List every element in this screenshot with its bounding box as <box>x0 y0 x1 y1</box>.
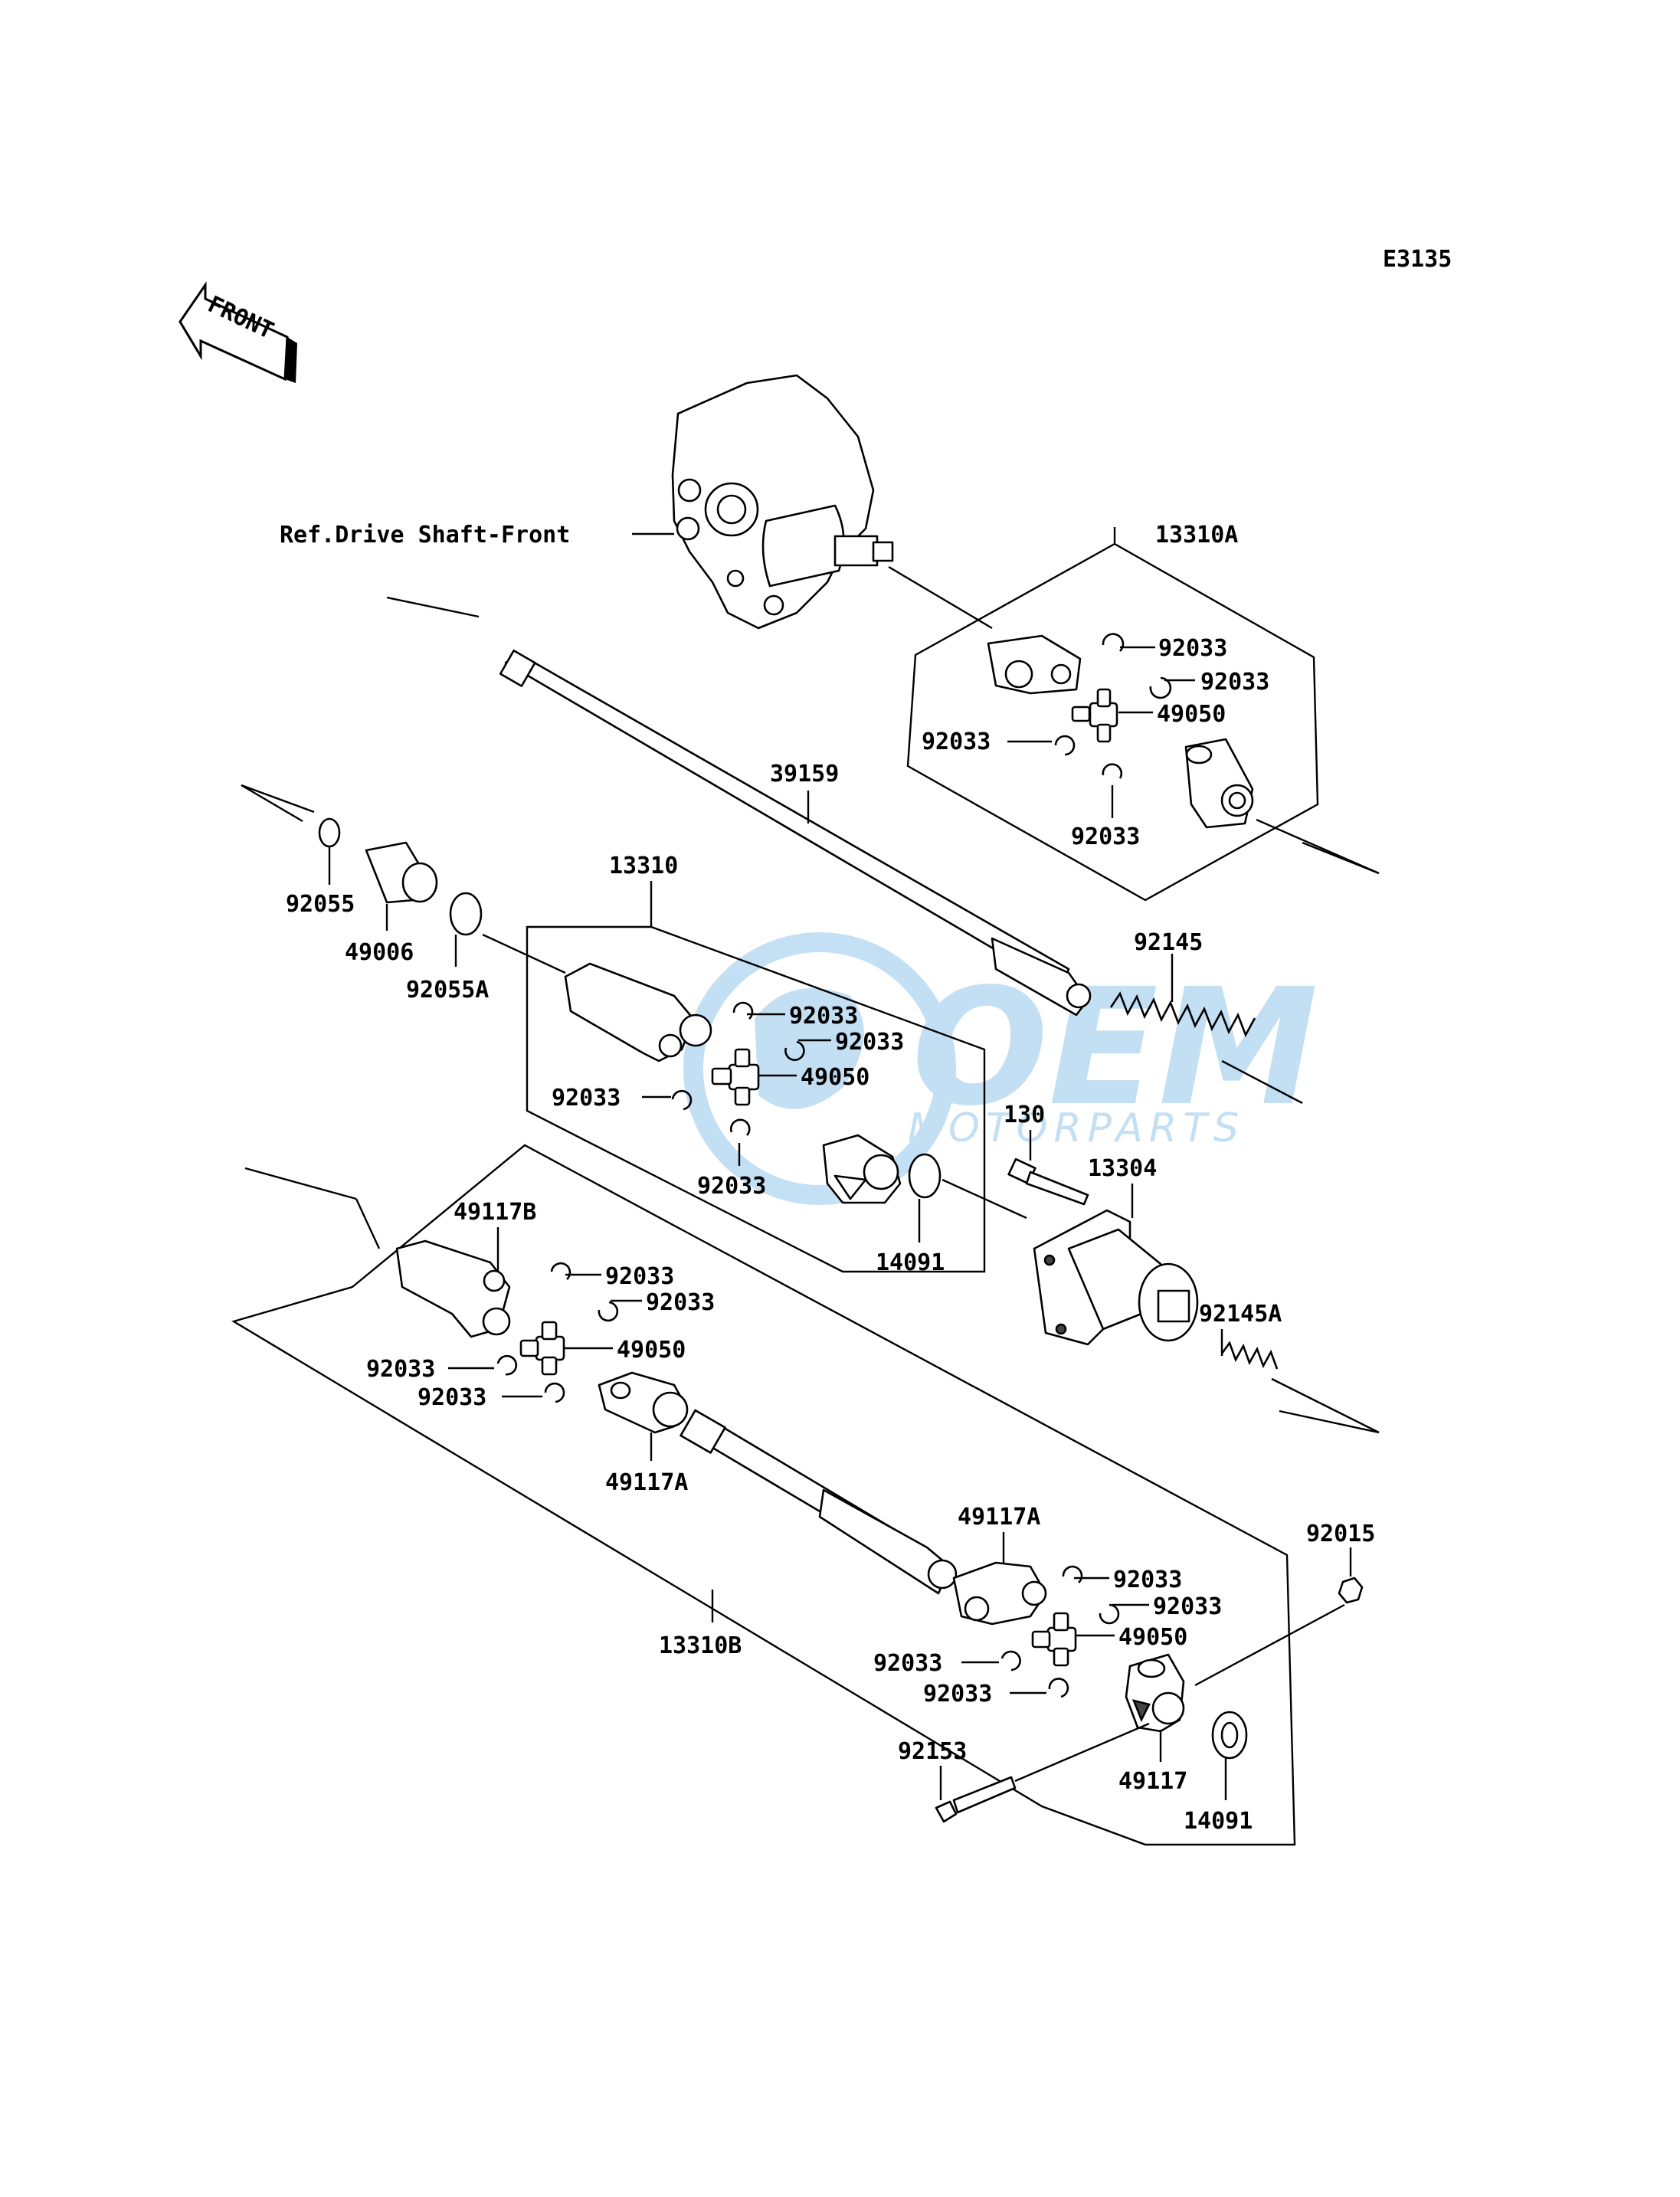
yoke-13310-front <box>564 962 712 1062</box>
yoke-49117 <box>1125 1653 1185 1733</box>
bolt-92153 <box>935 1776 1017 1823</box>
label-92033: 92033 <box>922 729 991 755</box>
reference-label: Ref.Drive Shaft-Front <box>280 522 570 548</box>
label-92145A: 92145A <box>1199 1301 1282 1328</box>
label-92033: 92033 <box>366 1356 435 1383</box>
oem-motorparts-watermark: OEM MOTORPARTS <box>683 932 1318 1205</box>
bearing-housing-13304 <box>1033 1209 1199 1346</box>
yoke-49117A-a <box>598 1371 689 1434</box>
label-92033: 92033 <box>1153 1593 1222 1620</box>
label-14091: 14091 <box>876 1249 945 1276</box>
collar-49006 <box>365 841 438 904</box>
label-130: 130 <box>1004 1102 1045 1128</box>
diagram-code: E3135 <box>1383 246 1452 273</box>
label-14091: 14091 <box>1184 1808 1253 1835</box>
label-13310A: 13310A <box>1155 522 1238 548</box>
label-49050: 49050 <box>1157 701 1226 728</box>
label-92033: 92033 <box>1158 635 1227 662</box>
label-92033: 92033 <box>552 1085 621 1112</box>
label-49050: 49050 <box>801 1064 869 1091</box>
label-92055A: 92055A <box>406 977 489 1004</box>
group-13310B-outline <box>231 1144 1296 1846</box>
spider-49050-c <box>519 1321 565 1376</box>
drive-shaft-39159 <box>499 649 1092 1017</box>
yoke-13310-rear <box>822 1134 902 1204</box>
yoke-49117B <box>395 1239 511 1338</box>
label-49117A: 49117A <box>958 1504 1040 1531</box>
label-92153: 92153 <box>898 1738 967 1765</box>
label-92033: 92033 <box>873 1650 942 1677</box>
group-13310-outline <box>526 925 986 1273</box>
label-39159: 39159 <box>770 761 839 787</box>
label-49117A: 49117A <box>605 1469 688 1496</box>
label-49117B: 49117B <box>454 1199 536 1226</box>
label-92055: 92055 <box>286 891 355 918</box>
label-92015: 92015 <box>1306 1521 1375 1547</box>
bolt-130 <box>1007 1157 1089 1206</box>
label-92033: 92033 <box>835 1029 904 1056</box>
label-92033: 92033 <box>1200 669 1269 696</box>
front-arrow-icon: FRONT <box>178 281 297 383</box>
yoke-13310A-rear <box>1184 738 1254 829</box>
label-49117: 49117 <box>1118 1768 1187 1795</box>
intermediate-shaft <box>680 1409 958 1595</box>
yoke-13310A-front <box>987 634 1082 695</box>
label-92033: 92033 <box>646 1289 715 1316</box>
spider-49050-d <box>1031 1612 1077 1667</box>
label-92033: 92033 <box>697 1173 766 1200</box>
label-92033: 92033 <box>1113 1567 1182 1593</box>
spider-49050-a <box>1071 688 1118 743</box>
label-13304: 13304 <box>1088 1155 1157 1182</box>
label-49050: 49050 <box>617 1337 686 1364</box>
final-gear-case <box>671 374 894 630</box>
spider-49050-b <box>711 1048 760 1106</box>
spring-92145A <box>1220 1341 1279 1370</box>
watermark-subtitle: MOTORPARTS <box>908 1105 1245 1151</box>
yoke-49117A-b <box>952 1561 1047 1626</box>
label-92033: 92033 <box>605 1263 674 1290</box>
label-13310B: 13310B <box>659 1632 742 1659</box>
label-49006: 49006 <box>345 939 414 966</box>
label-92033: 92033 <box>1071 823 1140 850</box>
label-92033: 92033 <box>923 1681 992 1708</box>
label-13310: 13310 <box>609 853 678 879</box>
spring-92145 <box>1109 991 1256 1038</box>
label-49050: 49050 <box>1118 1624 1187 1651</box>
label-92033: 92033 <box>418 1384 486 1411</box>
label-92145: 92145 <box>1134 929 1203 956</box>
label-92033: 92033 <box>789 1003 858 1030</box>
